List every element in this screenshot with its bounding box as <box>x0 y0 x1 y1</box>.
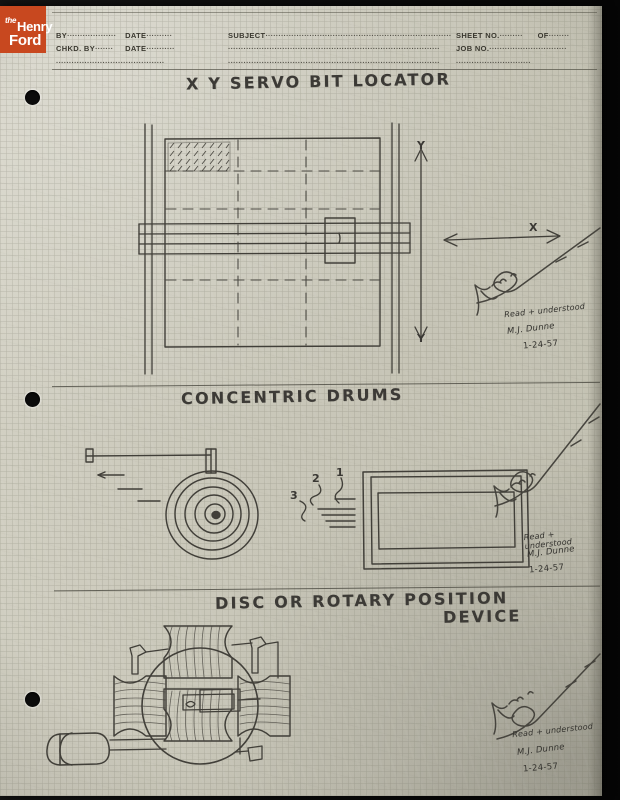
paper-right-edge-shadow <box>588 6 602 796</box>
field-chkd-date-dots: ........... <box>146 42 194 51</box>
x-axis-arrow <box>443 229 561 247</box>
field-subject-label: SUBJECT <box>228 31 265 40</box>
left-vertical-rail <box>144 123 153 375</box>
field-of-dots: ........ <box>549 29 583 38</box>
henry-ford-logo[interactable]: the Henry Ford <box>0 6 53 53</box>
field-subject-dots: ........................................… <box>265 29 471 38</box>
field-by: BY...................DATE.......... <box>56 29 190 40</box>
field-left-underline: ........................................… <box>56 56 221 63</box>
callout-1: 1 <box>336 466 344 479</box>
sketch-xy-servo <box>138 122 601 375</box>
field-chkd-by: CHKD. BY.......DATE........... <box>56 42 194 53</box>
logo-text-ford: Ford <box>9 32 42 49</box>
title-block-frame <box>52 12 597 70</box>
paper-graph-grid <box>0 6 602 796</box>
rotary-mount-post-top-right <box>231 636 279 679</box>
nested-drum-rect-inner <box>377 491 516 550</box>
label-y-axis-bottom: Y <box>417 332 425 345</box>
field-subject-line3: ........................................… <box>228 56 480 63</box>
nested-drum-rect-middle <box>370 475 524 565</box>
paper-sheet: BY...................DATE.......... CHKD… <box>0 6 602 796</box>
signature-flourish-2 <box>493 403 601 518</box>
paper-fiber-texture <box>0 6 602 796</box>
signature-flourish-1 <box>474 227 601 316</box>
rotary-shaft-assembly <box>182 688 261 713</box>
callout-2: 2 <box>312 472 320 485</box>
punch-hole-1 <box>25 90 40 105</box>
rotary-central-disc <box>141 647 259 765</box>
field-by-label: BY <box>56 31 67 40</box>
label-x-axis: X <box>529 221 537 234</box>
paper-tone <box>0 6 602 796</box>
servo-table-outline <box>164 137 381 348</box>
field-job-no: JOB NO............................... <box>456 42 585 53</box>
field-subject: SUBJECT.................................… <box>228 29 471 40</box>
field-by-dots: ................... <box>67 29 125 38</box>
label-y-axis: Y <box>417 139 425 152</box>
field-subject-line2: ........................................… <box>228 42 480 49</box>
field-date-dots: .......... <box>146 29 190 38</box>
punch-hole-3 <box>25 692 40 707</box>
field-sheet-no: SHEET NO..........OF........ <box>456 29 583 40</box>
punch-hole-2 <box>25 392 40 407</box>
rotary-mount-post-bottom-right <box>235 737 263 762</box>
field-sheet-no-dots: ......... <box>500 29 538 38</box>
servo-table-grid <box>165 139 380 346</box>
field-of-label: OF <box>538 31 549 40</box>
drum-post <box>205 448 217 474</box>
rotary-drum-right <box>237 675 291 737</box>
field-right-underline: ............................. <box>456 56 590 63</box>
rotary-motor-cylinder <box>46 732 110 766</box>
paper-vignette <box>0 6 602 796</box>
callout-3: 3 <box>290 489 298 502</box>
motion-dashes <box>97 471 161 502</box>
nested-drum-rect-outer <box>362 469 530 570</box>
rotary-drum-top <box>163 625 233 679</box>
field-chkd-date-label: DATE <box>125 44 146 53</box>
field-sheet-no-label: SHEET NO. <box>456 31 500 40</box>
servo-carriage-head <box>324 217 356 264</box>
field-job-no-label: JOB NO. <box>456 44 489 53</box>
rotary-drum-left <box>113 675 167 737</box>
drum-stacked-edges <box>317 498 356 528</box>
rotary-motor-shaft <box>109 738 167 751</box>
rotary-mount-post-top-left <box>129 644 169 675</box>
title-block: BY...................DATE.......... CHKD… <box>52 16 592 68</box>
y-axis-arrow <box>414 148 428 340</box>
right-vertical-rail <box>391 122 400 374</box>
hatched-corner-region <box>167 141 231 172</box>
drum-arm <box>85 448 212 463</box>
concentric-rings <box>165 470 259 560</box>
sketch-disc-rotary <box>46 625 601 766</box>
field-date-label: DATE <box>125 31 146 40</box>
logo-text-henry: Henry <box>17 19 53 34</box>
field-chkd-by-label: CHKD. BY <box>56 44 95 53</box>
logo-text-the: the <box>5 16 17 25</box>
sketch-concentric-drums <box>85 403 601 570</box>
field-job-no-dots: .............................. <box>489 42 585 51</box>
signature-flourish-3 <box>491 653 601 740</box>
field-chkd-dots: ....... <box>95 42 125 51</box>
servo-horizontal-rail <box>138 222 411 255</box>
